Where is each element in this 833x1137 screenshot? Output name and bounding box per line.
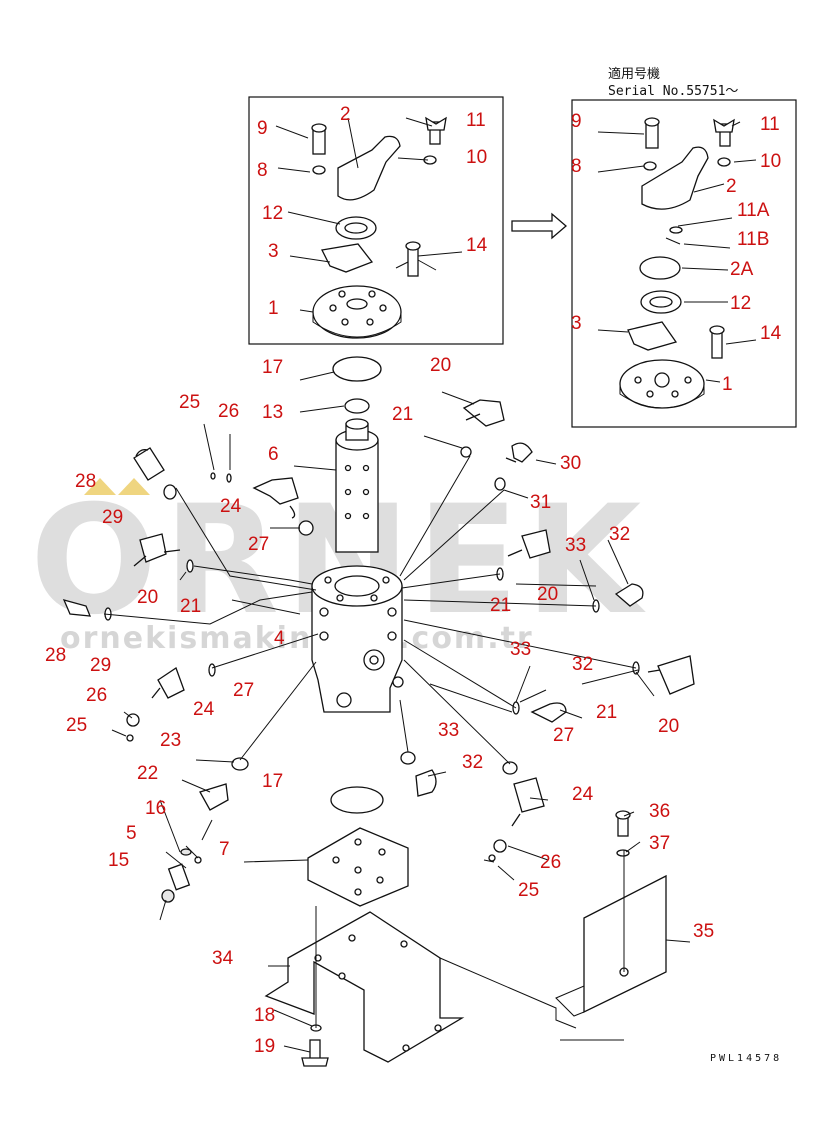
callout-label: 33 — [510, 639, 531, 660]
callout-label: 15 — [108, 850, 129, 871]
callout-label: 27 — [248, 534, 269, 555]
callout-label: 11A — [737, 200, 770, 221]
callout-label: 32 — [462, 752, 483, 773]
callout-label: 24 — [193, 699, 215, 720]
callout-label: 28 — [45, 645, 66, 666]
callout-label: 29 — [102, 507, 123, 528]
callout-label: 1 — [722, 374, 733, 395]
callout-label: 27 — [553, 725, 574, 746]
detail-box-left — [248, 96, 504, 345]
callout-label: 10 — [760, 151, 781, 172]
callout-label: 12 — [262, 203, 283, 224]
callout-label: 11 — [760, 114, 780, 135]
swivel-joint-assembly — [62, 259, 695, 1067]
callout-label: 2 — [726, 176, 737, 197]
arrow-right-icon — [511, 212, 567, 240]
callout-label: 4 — [274, 628, 285, 649]
callout-label: 33 — [438, 720, 459, 741]
callout-label: 8 — [257, 160, 268, 181]
callout-label: 26 — [540, 852, 561, 873]
callout-label: 32 — [609, 524, 630, 545]
callout-label: 30 — [560, 453, 581, 474]
callout-label: 26 — [218, 401, 239, 422]
callout-label: 21 — [596, 702, 617, 723]
watermark-accent-icon — [118, 478, 150, 495]
callout-label: 12 — [730, 293, 751, 314]
detail-box-right — [571, 99, 797, 428]
left-box-callouts: 9 2 11 8 10 12 3 14 1 — [257, 104, 488, 319]
callout-label: 13 — [262, 402, 283, 423]
callout-label: 35 — [693, 921, 714, 942]
callout-label: 20 — [137, 587, 158, 608]
callout-label: 26 — [86, 685, 107, 706]
callout-label: 3 — [268, 241, 279, 262]
callout-label: 25 — [66, 715, 87, 736]
callout-label: 24 — [572, 784, 594, 805]
callout-label: 11 — [466, 110, 486, 131]
callout-label: 20 — [537, 584, 558, 605]
callout-label: 36 — [649, 801, 670, 822]
callout-label: 9 — [257, 118, 268, 139]
callout-label: 21 — [180, 596, 201, 617]
main-callouts: 17 20 25 26 13 21 6 30 28 24 31 29 27 32… — [45, 355, 714, 1057]
drawing-code: PWL14578 — [710, 1053, 782, 1064]
callout-label: 25 — [518, 880, 539, 901]
callout-label: 7 — [219, 839, 230, 860]
callout-label: 19 — [254, 1036, 275, 1057]
callout-label: 9 — [571, 111, 582, 132]
callout-label: 22 — [137, 763, 158, 784]
callout-label: 37 — [649, 833, 670, 854]
callout-label: 8 — [571, 156, 582, 177]
callout-label: 17 — [262, 357, 283, 378]
callout-label: 1 — [268, 298, 279, 319]
callout-label: 3 — [571, 313, 582, 334]
callout-label: 32 — [572, 654, 593, 675]
callout-label: 14 — [760, 323, 782, 344]
callout-label: 14 — [466, 235, 488, 256]
callout-label: 6 — [268, 444, 279, 465]
callout-label: 21 — [490, 595, 511, 616]
callout-label: 11B — [737, 229, 769, 250]
callout-label: 17 — [262, 771, 283, 792]
callout-label: 2 — [340, 104, 351, 125]
callout-label: 20 — [658, 716, 679, 737]
callout-label: 27 — [233, 680, 254, 701]
watermark-accent-icon — [84, 478, 116, 495]
callout-label: 25 — [179, 392, 200, 413]
callout-label: 20 — [430, 355, 451, 376]
callout-label: 16 — [145, 798, 166, 819]
callout-label: 23 — [160, 730, 181, 751]
callout-label: 28 — [75, 471, 96, 492]
callout-label: 18 — [254, 1005, 275, 1026]
callout-label: 24 — [220, 496, 242, 517]
callout-label: 29 — [90, 655, 111, 676]
right-box-callouts: 9 11 8 10 2 11A 11B 2A 12 3 14 1 — [571, 111, 782, 395]
callout-label: 33 — [565, 535, 586, 556]
callout-label: 2A — [730, 259, 754, 280]
callout-label: 5 — [126, 823, 137, 844]
serial-number-label: Serial No.55751～ — [608, 84, 738, 99]
left-box-parts — [275, 116, 463, 339]
right-box-parts — [597, 117, 757, 409]
callout-label: 21 — [392, 404, 413, 425]
applicable-serial-label: 適用号機 — [608, 66, 660, 82]
callout-label: 10 — [466, 147, 487, 168]
callout-label: 34 — [212, 948, 234, 969]
watermark-url: ornekismakinalari.com.tr — [60, 621, 534, 656]
callout-label: 31 — [530, 492, 551, 513]
